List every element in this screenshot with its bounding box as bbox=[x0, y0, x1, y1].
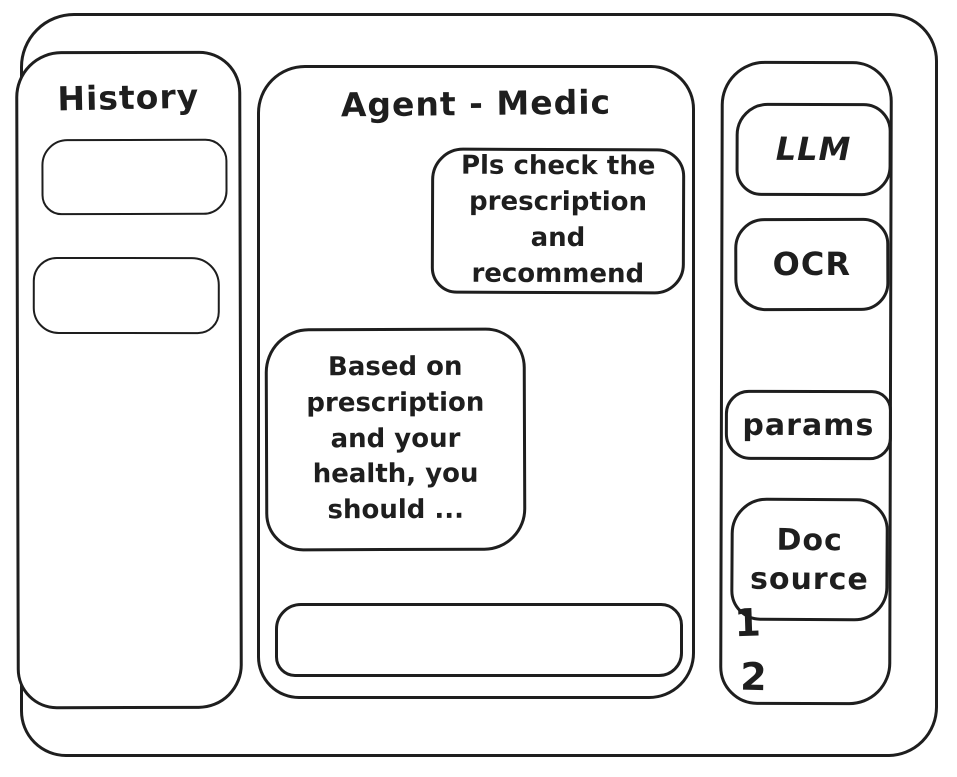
doc-source-item[interactable]: 2 bbox=[739, 654, 768, 700]
user-message-bubble: Pls check the prescription and recommend bbox=[430, 147, 686, 295]
user-message-text: Pls check the prescription and recommend bbox=[460, 150, 656, 290]
history-item[interactable] bbox=[32, 256, 220, 335]
chat-title: Agent - Medic bbox=[340, 82, 612, 125]
ocr-button[interactable]: OCR bbox=[734, 217, 890, 312]
history-item[interactable] bbox=[41, 138, 228, 216]
agent-message-bubble: Based on prescription and your health, y… bbox=[264, 327, 527, 552]
chat-panel: Agent - Medic Pls check the prescription… bbox=[257, 65, 695, 699]
history-title: History bbox=[56, 76, 200, 119]
agent-message-text: Based on prescription and your health, y… bbox=[306, 351, 485, 526]
history-panel: History bbox=[15, 50, 243, 710]
doc-source-item[interactable]: 1 bbox=[733, 600, 762, 646]
params-button[interactable]: params bbox=[724, 389, 892, 461]
tools-panel: LLM OCR params Doc source 1 2 bbox=[719, 60, 893, 706]
message-input[interactable] bbox=[275, 603, 683, 677]
llm-button[interactable]: LLM bbox=[735, 102, 892, 197]
